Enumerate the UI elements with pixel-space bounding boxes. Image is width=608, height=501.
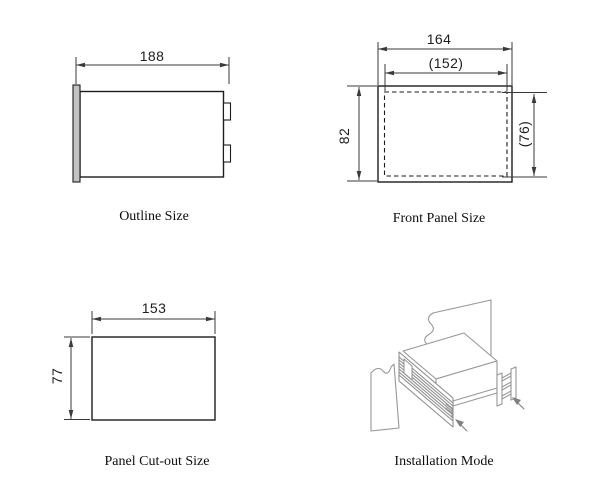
- bezel-dashed-outline: [383, 91, 508, 177]
- front-panel-size-caption: Front Panel Size: [392, 211, 486, 226]
- arrowhead-left: [378, 46, 387, 52]
- instrument-case: [398, 332, 498, 428]
- arrowhead-right: [503, 46, 512, 52]
- panel-cutout-size-caption: Panel Cut-out Size: [104, 454, 210, 469]
- bottom-clip: [445, 403, 453, 419]
- arrowhead-up: [531, 94, 537, 103]
- arrowhead-down: [531, 167, 537, 176]
- arrowhead-up: [356, 87, 362, 96]
- front-panel-outer-height-dim-label: 82: [336, 127, 352, 145]
- outline-size-caption: Outline Size: [119, 209, 189, 224]
- rear-tab-top: [222, 102, 232, 121]
- install-arrow-right: [512, 397, 525, 410]
- panel-sheet-lower: [370, 363, 400, 432]
- front-panel-drawing: [347, 42, 547, 183]
- front-panel-bezel-width-dim-label: (152): [428, 55, 464, 71]
- arrowhead-left: [385, 70, 394, 76]
- front-panel-bezel-height-dim-label: (76): [516, 120, 532, 148]
- outline-side-view-drawing: [72, 57, 232, 183]
- arrowhead-down: [356, 171, 362, 180]
- bezel-slats: [398, 356, 454, 422]
- outline-width-dim-label: 188: [139, 48, 165, 64]
- install-arrow-bottom: [455, 419, 468, 432]
- installation-mode-caption: Installation Mode: [394, 454, 494, 469]
- arrowhead-up: [68, 338, 74, 347]
- arrowhead-right: [498, 70, 507, 76]
- bezel-window: [403, 358, 413, 381]
- arrowhead-left: [92, 316, 101, 322]
- mounting-clip: [496, 366, 517, 407]
- arrowhead-down: [68, 410, 74, 419]
- case-body: [79, 90, 225, 178]
- cutout-height-dim-label: 77: [49, 367, 65, 385]
- installation-3d-drawing: [370, 299, 525, 432]
- panel-cutout-drawing: [64, 311, 216, 421]
- arrowhead-right: [220, 62, 229, 68]
- cutout-width-dim-label: 153: [141, 300, 167, 316]
- cutout-rectangle: [91, 336, 216, 421]
- arrowhead-right: [206, 316, 215, 322]
- front-panel-outline: [377, 85, 513, 183]
- panel-sheet-upper: [424, 299, 492, 357]
- arrowhead-left: [76, 62, 85, 68]
- front-panel-outer-width-dim-label: 164: [426, 31, 452, 47]
- rear-tab-bottom: [222, 144, 232, 163]
- front-flange: [72, 84, 81, 183]
